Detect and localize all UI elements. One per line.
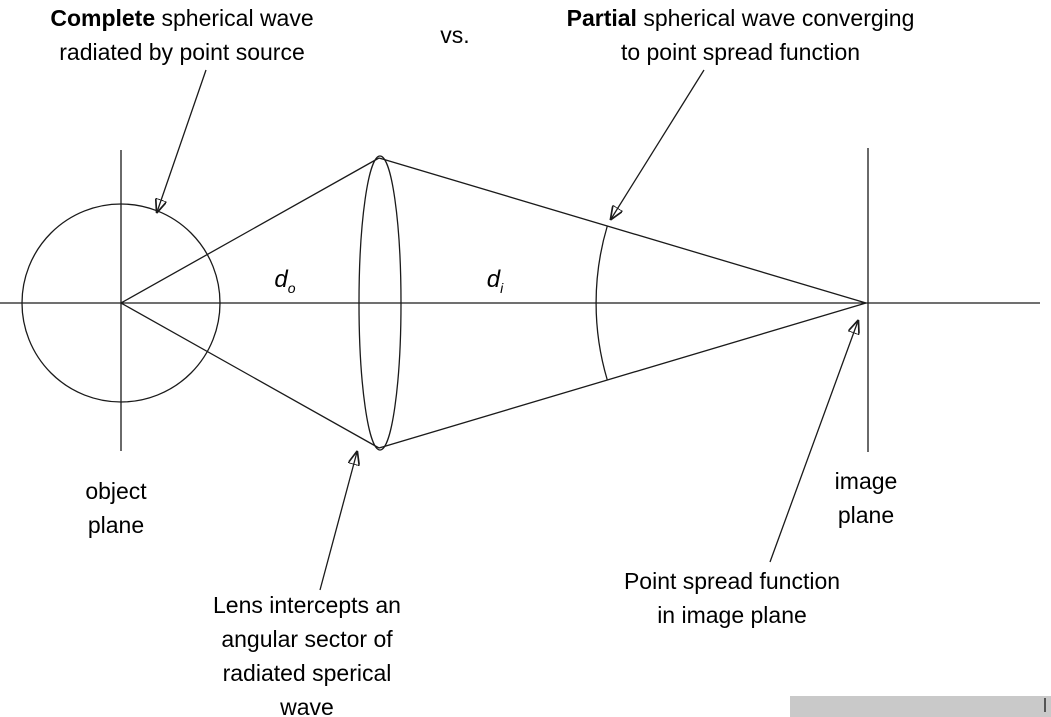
complete-wave-label-rest: spherical wave [155,5,314,31]
object-plane-label: object plane [85,478,147,538]
psf-note-arrow [769,321,858,563]
lens-note-label: Lens intercepts an angular sector of rad… [213,592,401,717]
lens-note-arrow [319,452,357,591]
vs-label: vs. [440,22,470,48]
ray-lens-bottom-to-image [378,302,867,449]
converging-wavefront-arc [595,225,608,381]
partial-wave-label-rest: spherical wave converging [636,5,915,31]
complete-wave-label-line2: radiated by point source [59,39,305,65]
spherical-wave-circle [21,203,221,403]
ray-lens-top-to-image [378,157,867,304]
partial-wave-label-bold: Partial [566,5,637,31]
image-plane-label: image plane [834,468,898,528]
distance-di-label: di [486,266,504,296]
partial-wave-label: Partial spherical wave converging to poi… [528,1,953,69]
lens-ellipse [358,155,402,451]
distance-do-label: do [274,266,296,296]
complete-wave-arrow [157,69,207,212]
partial-wave-label-line2: to point spread function [620,39,861,65]
partial-wave-arrow [611,69,705,219]
cursor-tick [1044,698,1046,712]
psf-note-label: Point spread function in image plane [623,568,841,628]
ray-object-to-lens-top [120,157,380,304]
screen-artifact-bar [790,696,1051,717]
complete-wave-label: Complete spherical wave radiated by poin… [8,1,356,69]
complete-wave-label-bold: Complete [50,5,156,31]
ray-object-to-lens-bottom [120,302,380,449]
